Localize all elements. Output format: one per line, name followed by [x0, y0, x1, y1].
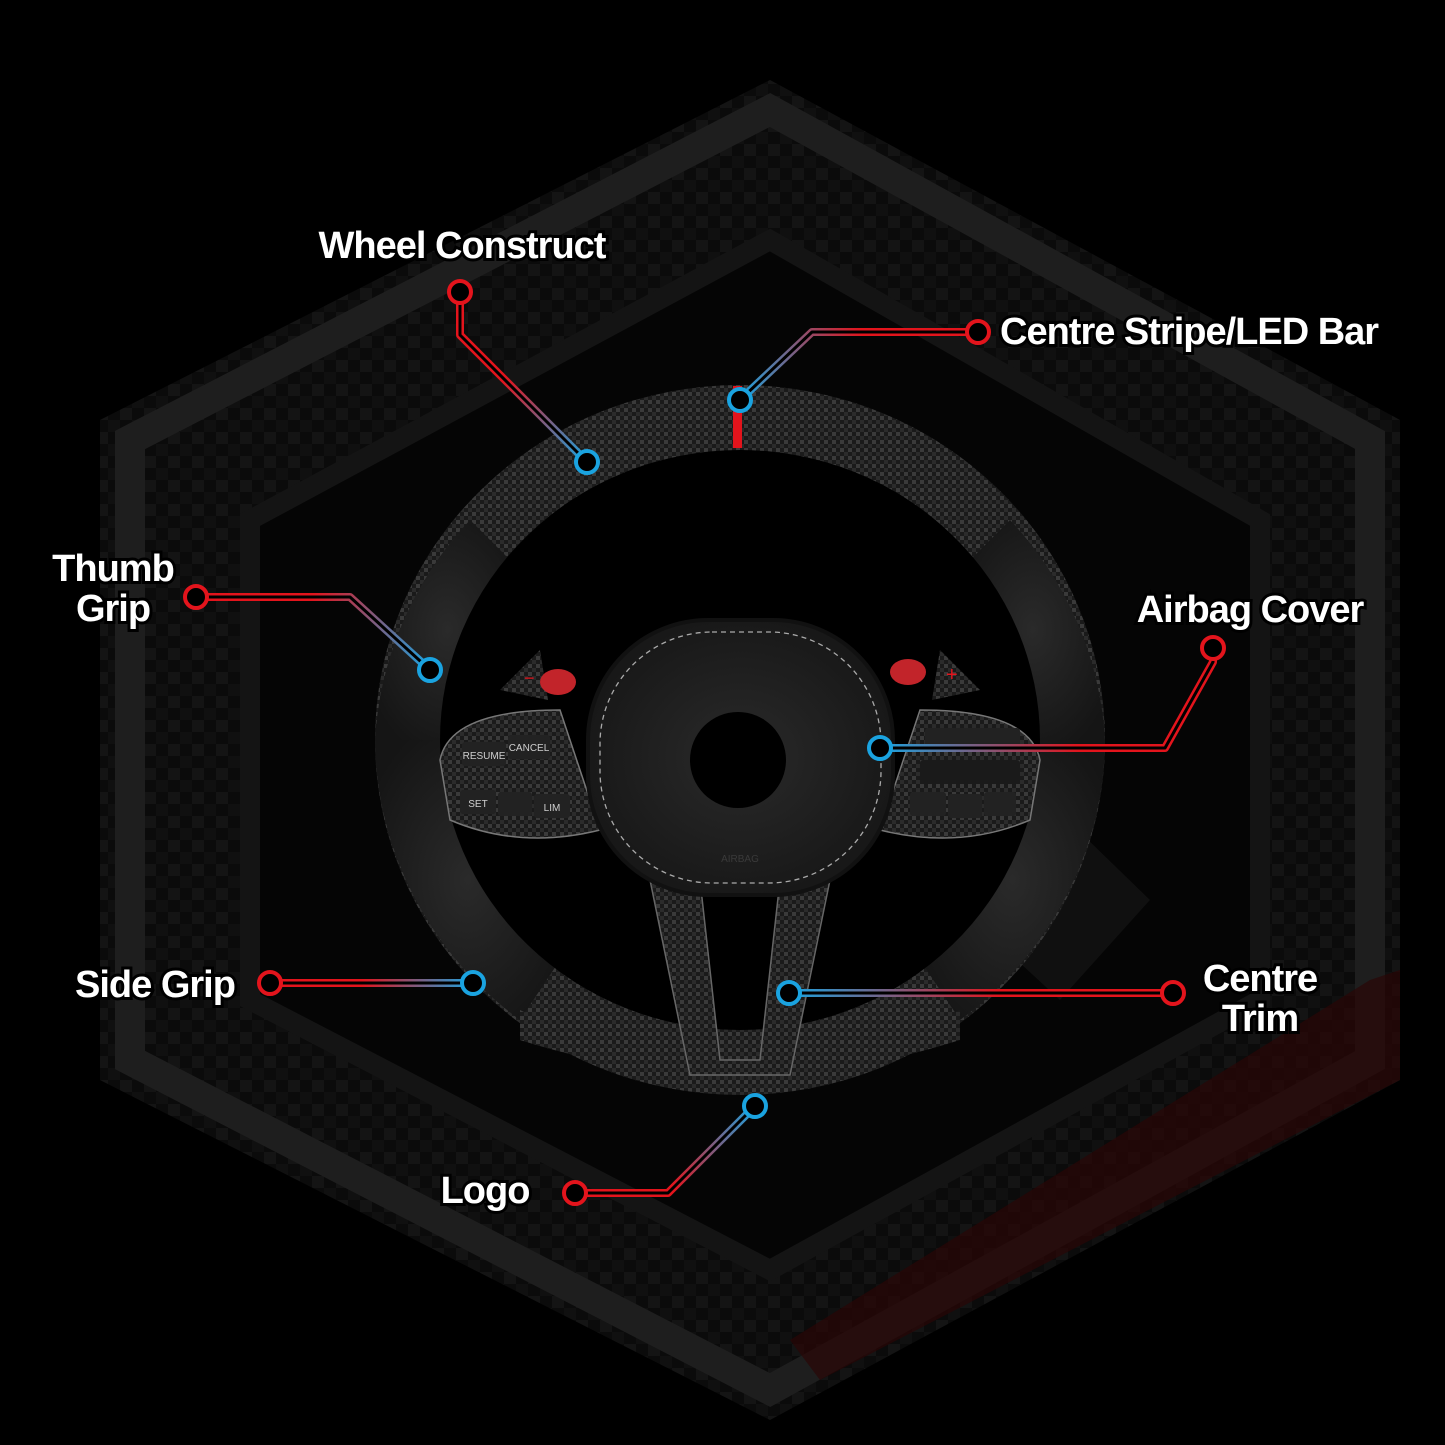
callout-label: Trim: [1222, 998, 1298, 1040]
callout-start-dot: [965, 319, 991, 345]
callout-line: [196, 595, 432, 672]
left-button-cluster: RESUME CANCEL SET LIM: [460, 735, 570, 818]
voice-button[interactable]: [984, 792, 1016, 816]
callout-end-dot: [742, 1093, 768, 1119]
resume-button[interactable]: [462, 742, 506, 766]
lim-label: LIM: [544, 803, 561, 814]
callout-end-dot: [776, 980, 802, 1006]
thumb-grip-right: [960, 520, 1105, 740]
callout-end-dot: [417, 657, 443, 683]
callout-centre-stripe: Centre Stripe/LED Bar: [727, 308, 1383, 413]
callout-label: Thumb: [52, 548, 174, 590]
callout-start-dot: [1160, 980, 1186, 1006]
callout-end-dot: [727, 387, 753, 413]
callout-airbag-cover: Airbag Cover: [867, 586, 1369, 761]
callout-line: [738, 330, 978, 402]
plus-label: +: [946, 664, 958, 686]
callout-label: Logo: [441, 1170, 530, 1212]
minus-label: −: [524, 668, 535, 688]
menu-button[interactable]: [948, 794, 982, 818]
callout-label: Airbag Cover: [1137, 589, 1365, 631]
right-button-cluster: [910, 728, 1020, 818]
side-grip-left: [375, 740, 560, 1020]
callout-start-dot: [257, 970, 283, 996]
callout-line: [458, 292, 589, 464]
callout-label: Centre: [1203, 958, 1317, 1000]
cruise-button[interactable]: [498, 792, 532, 816]
airbag-centre-hole: [690, 712, 786, 808]
callout-end-dot: [574, 449, 600, 475]
paddle-right: [932, 650, 980, 700]
side-grip-right: [920, 740, 1105, 1020]
callout-label: Grip: [76, 588, 150, 630]
callout-wheel-construct: Wheel Construct: [316, 222, 611, 475]
callout-label: Wheel Construct: [319, 225, 607, 267]
m-button-left: [540, 669, 576, 695]
callout-start-dot: [1200, 635, 1226, 661]
centre-stripe: [733, 386, 742, 448]
m-button-right: [890, 659, 926, 685]
callout-side-grip: Side Grip: [72, 961, 486, 1009]
cancel-button[interactable]: [508, 735, 550, 759]
bottom-rim: [520, 1010, 960, 1075]
resume-label: RESUME: [463, 751, 506, 762]
phone-button[interactable]: [910, 792, 946, 816]
callout-line: [575, 1104, 757, 1195]
callout-logo: Logo: [438, 1093, 768, 1215]
callout-end-dot: [867, 735, 893, 761]
airbag-text: AIRBAG: [721, 854, 759, 865]
set-button[interactable]: [460, 790, 496, 814]
cancel-label: CANCEL: [509, 743, 550, 754]
paddle-left: [500, 650, 548, 700]
steering-wheel: AIRBAG RESUME CANCEL SET LIM − +: [375, 385, 1105, 1095]
lim-button[interactable]: [534, 794, 570, 818]
callout-start-dot: [447, 279, 473, 305]
callout-label: Side Grip: [75, 964, 235, 1006]
callout-start-dot: [183, 584, 209, 610]
callout-start-dot: [562, 1180, 588, 1206]
thumb-grip-left: [375, 520, 520, 740]
callout-end-dot: [460, 970, 486, 996]
callout-label: Centre Stripe/LED Bar: [1000, 311, 1379, 353]
set-label: SET: [468, 799, 487, 810]
